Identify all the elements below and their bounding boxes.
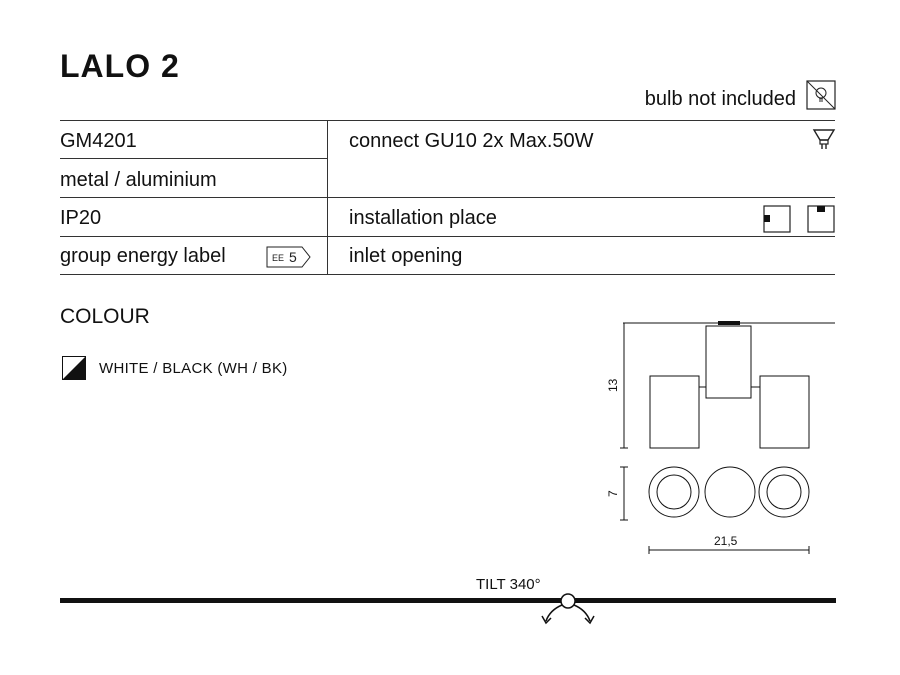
depth-dimension-label: 7 xyxy=(606,490,620,497)
inlet-opening: inlet opening xyxy=(349,245,463,267)
table-rule xyxy=(60,197,835,198)
product-code: GM4201 xyxy=(60,130,137,152)
colour-heading: COLOUR xyxy=(60,305,150,328)
colour-swatch-icon xyxy=(62,356,86,380)
table-rule xyxy=(60,158,327,159)
tilt-label: TILT 340° xyxy=(476,576,541,593)
height-dimension-label: 13 xyxy=(606,378,620,392)
table-rule xyxy=(60,236,835,237)
energy-prefix: EE xyxy=(272,253,284,263)
product-title: LALO 2 xyxy=(60,48,180,84)
bulb-crossed-icon xyxy=(806,80,836,110)
table-top-rule xyxy=(60,120,835,121)
tilt-arrows-icon xyxy=(541,593,595,625)
colour-option: WHITE / BLACK (WH / BK) xyxy=(99,360,288,377)
installation-place: installation place xyxy=(349,207,497,229)
energy-class: 5 xyxy=(289,249,297,265)
material: metal / aluminium xyxy=(60,169,217,191)
table-divider xyxy=(327,120,328,274)
energy-label-text: group energy label xyxy=(60,245,226,267)
dimension-drawing xyxy=(620,321,835,554)
wall-mount-icon xyxy=(763,205,791,233)
ceiling-mount-icon xyxy=(807,205,835,233)
table-bottom-rule xyxy=(60,274,835,275)
width-dimension-label: 21,5 xyxy=(714,534,738,548)
connect-spec: connect GU10 2x Max.50W xyxy=(349,130,594,152)
ip-rating: IP20 xyxy=(60,207,102,229)
bulb-note: bulb not included xyxy=(644,88,796,110)
energy-label-icon: EE 5 xyxy=(266,246,311,268)
base-rule xyxy=(60,598,836,603)
gu10-bulb-icon xyxy=(812,129,836,149)
